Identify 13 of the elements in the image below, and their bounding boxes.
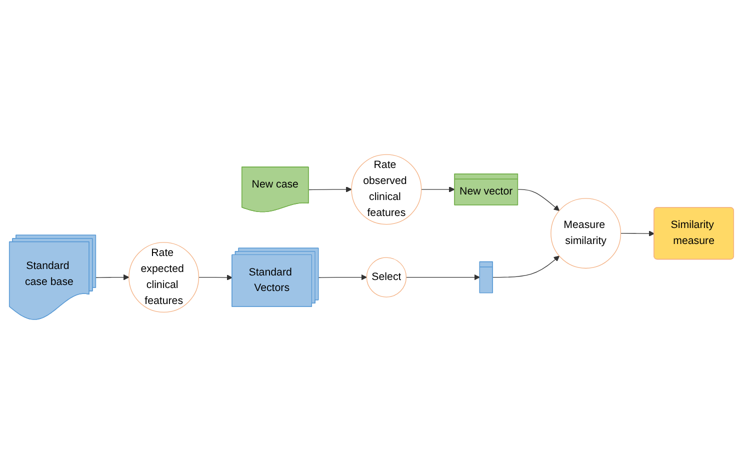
arrow xyxy=(421,186,455,192)
arrow xyxy=(492,256,560,278)
arrow xyxy=(308,186,352,192)
arrow xyxy=(198,274,233,280)
arrow xyxy=(517,189,560,211)
arrow xyxy=(318,274,367,280)
node-circle: Select xyxy=(366,257,407,298)
node-circle: Rate observed clinical features xyxy=(351,154,422,225)
arrow xyxy=(96,274,130,280)
arrow xyxy=(620,230,655,236)
node-circle: Rate expected clinical features xyxy=(128,242,200,312)
arrow xyxy=(406,274,480,280)
node-circle: Measure similarity xyxy=(550,198,622,269)
